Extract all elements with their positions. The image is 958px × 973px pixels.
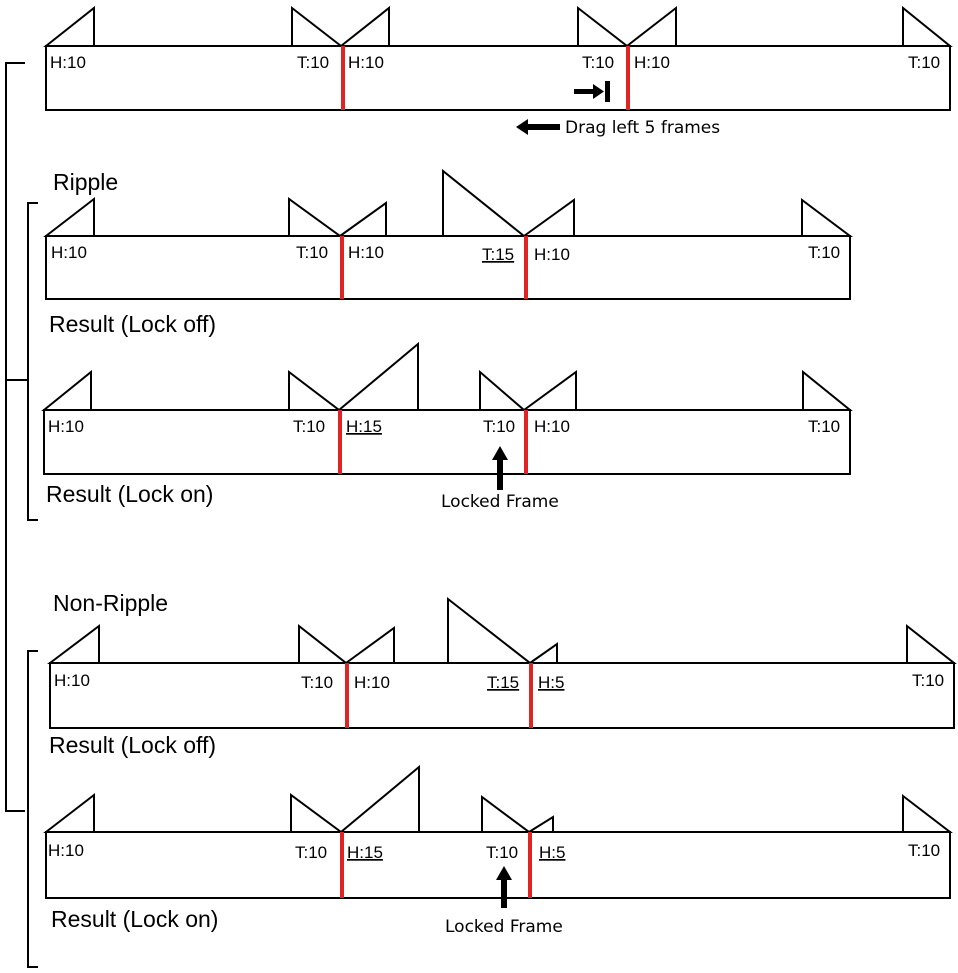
head-length-label: H:10 (348, 53, 384, 72)
timeline-non-ripple-lock-on: H:10 T:10 H:15 T:10 H:5 T:10 Locked Fram… (43, 764, 953, 937)
result-lock-on-caption: Result (Lock on) (46, 481, 213, 507)
tail-handle (481, 795, 533, 833)
timeline-original: H:10 T:10 H:10 T:10 H:10 T:10 Drag left … (43, 5, 953, 138)
tail-length-label: T:10 (295, 843, 327, 862)
timeline-track (45, 831, 951, 899)
tail-length-label: T:10 (301, 673, 333, 692)
head-handle (47, 623, 100, 664)
head-length-label: H:5 (539, 843, 565, 862)
tail-handle (288, 369, 342, 411)
tail-length-label: T:10 (908, 841, 940, 860)
head-handle (526, 642, 558, 664)
timeline-ripple-lock-off: H:10 T:10 H:10 T:15 H:10 T:10 (43, 168, 853, 300)
tail-length-label: T:15 (482, 245, 514, 264)
head-length-label: H:10 (51, 243, 87, 262)
head-handle (338, 764, 420, 833)
tail-handle (288, 197, 344, 237)
tail-handle (802, 369, 853, 411)
non-ripple-bracket (27, 650, 38, 968)
head-length-label: H:15 (346, 417, 382, 436)
head-handle (342, 626, 395, 664)
locked-frame-annotation: Locked Frame (441, 492, 559, 512)
tail-handle (902, 793, 953, 833)
head-handle (338, 5, 390, 47)
outer-bracket (5, 62, 25, 812)
drag-annotation: Drag left 5 frames (565, 118, 720, 138)
result-lock-off-caption: Result (Lock off) (49, 732, 216, 758)
tail-handle (298, 623, 349, 664)
head-handle (43, 792, 95, 833)
tail-handle (801, 198, 853, 237)
head-length-label: H:10 (634, 53, 670, 72)
head-handle (336, 341, 419, 411)
move-right-to-edge-icon (574, 81, 610, 102)
head-length-label: H:10 (534, 245, 570, 264)
tail-length-label: T:10 (908, 53, 940, 72)
head-length-label: H:10 (48, 841, 84, 860)
locked-frame-arrow-icon (492, 446, 508, 490)
result-lock-on-caption: Result (Lock on) (51, 906, 218, 932)
ripple-bracket (6, 202, 38, 521)
head-length-label: H:10 (348, 243, 384, 262)
head-length-label: H:5 (538, 673, 564, 692)
tail-handle (291, 5, 344, 47)
head-length-label: H:10 (50, 53, 86, 72)
timeline-track (45, 45, 951, 111)
head-handle (520, 370, 577, 411)
head-length-label: H:10 (48, 417, 84, 436)
tail-length-label: T:10 (483, 417, 515, 436)
tail-handle (447, 596, 533, 664)
locked-frame-arrow-icon (496, 866, 512, 908)
tail-handle (906, 623, 957, 664)
head-length-label: H:10 (54, 671, 90, 690)
tail-handle (442, 168, 527, 237)
timeline-ripple-lock-on: H:10 T:10 H:15 T:10 H:10 T:10 Locked Fra… (41, 341, 853, 512)
head-length-label: H:10 (354, 673, 390, 692)
tail-handle (902, 5, 953, 47)
head-handle (525, 815, 554, 833)
tail-handle (577, 5, 630, 47)
tail-length-label: T:15 (487, 673, 519, 692)
tail-length-label: T:10 (293, 417, 325, 436)
ripple-caption: Ripple (53, 169, 118, 195)
drag-left-arrow-icon (516, 119, 560, 135)
tail-length-label: T:10 (808, 243, 840, 262)
head-handle (336, 201, 387, 237)
tail-length-label: T:10 (582, 53, 614, 72)
tail-length-label: T:10 (912, 671, 944, 690)
tail-length-label: T:10 (296, 243, 328, 262)
head-handle (624, 5, 677, 47)
head-handle (520, 198, 575, 237)
tail-handle (290, 793, 345, 833)
tail-length-label: T:10 (808, 417, 840, 436)
tail-length-label: T:10 (486, 843, 518, 862)
head-handle (43, 5, 95, 47)
head-handle (41, 369, 92, 411)
head-length-label: H:10 (534, 417, 570, 436)
non-ripple-caption: Non-Ripple (53, 590, 168, 616)
head-handle (43, 196, 95, 237)
timeline-track (45, 235, 851, 300)
timeline-track (43, 409, 851, 475)
tail-length-label: T:10 (297, 53, 329, 72)
head-length-label: H:15 (347, 843, 383, 862)
timeline-non-ripple-lock-off: H:10 T:10 H:10 T:15 H:5 T:10 (47, 596, 957, 729)
result-lock-off-caption: Result (Lock off) (49, 311, 216, 337)
tail-handle (479, 369, 527, 411)
locked-frame-annotation: Locked Frame (445, 917, 563, 937)
